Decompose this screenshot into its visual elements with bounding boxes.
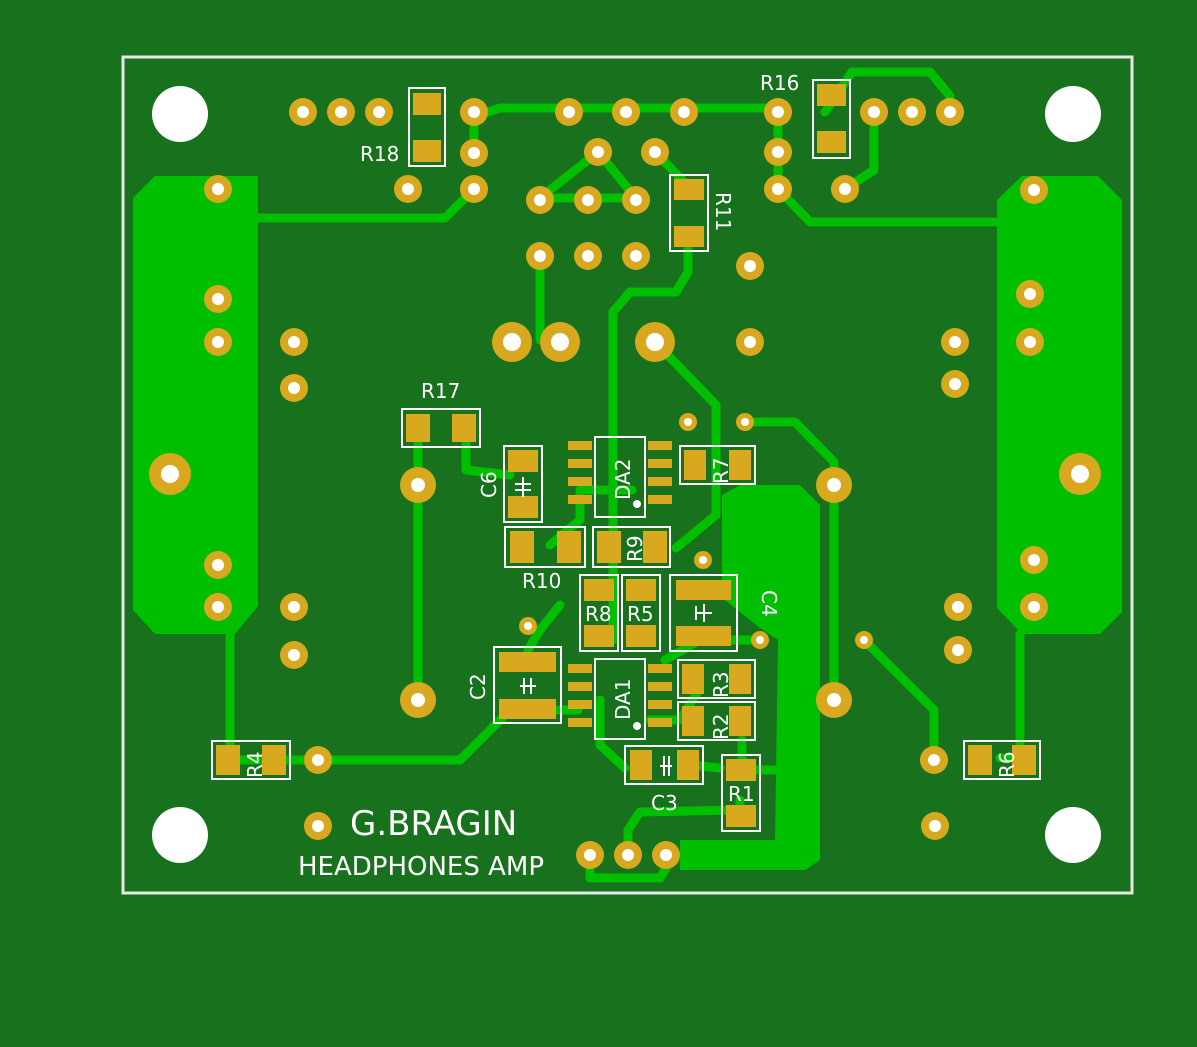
right-ground-pour [997,176,1122,634]
component-r11 [669,174,709,252]
label-r10: R10 [522,569,561,593]
silkscreen-labels: R18 R16 R11 R17 C6 DA2 R7 R10 R9 R8 R5 C… [243,71,1019,815]
label-r7: R7 [709,457,733,484]
left-ground-pour [133,176,258,634]
component-r4 [211,740,291,780]
trace [523,600,565,655]
center-output-pour [680,485,820,870]
label-r3: R3 [709,671,733,698]
label-da1: DA1 [611,679,635,720]
label-r18: R18 [360,142,399,166]
board-outline [121,55,1134,895]
label-r16: R16 [760,71,799,95]
component-r8 [579,574,619,652]
trace [859,635,939,765]
component-r17 [401,408,481,448]
component-c2 [493,646,562,724]
trace [650,337,721,553]
component-da1 [568,658,672,740]
label-r2: R2 [709,713,733,740]
trace [740,417,839,705]
trace [461,427,515,480]
label-c3: C3 [651,791,678,815]
through-hole-pads [149,98,1101,869]
label-c4: C4 [757,590,781,617]
board-title: HEADPHONES AMP [298,852,544,882]
pad-column-left [204,175,332,840]
label-r11: R11 [711,192,735,231]
component-r7 [679,445,756,485]
component-r2 [677,701,756,741]
label-r8: R8 [585,602,612,626]
component-r1 [721,754,761,832]
label-r1: R1 [728,782,755,806]
trace [595,695,630,773]
mounting-holes [152,86,1101,863]
component-da2 [568,436,672,518]
component-r3 [677,659,756,699]
label-r4: R4 [243,751,267,778]
component-c4 [669,574,738,652]
trace [608,243,693,645]
component-r9 [592,526,671,568]
component-r10 [504,526,586,568]
label-c6: C6 [477,471,501,498]
label-r9: R9 [623,535,647,562]
label-da2: DA2 [611,459,635,500]
component-r18 [408,87,446,167]
component-c3 [624,745,704,785]
label-r5: R5 [627,602,654,626]
label-r6: R6 [995,751,1019,778]
label-r17: R17 [421,379,460,403]
component-r6 [963,740,1041,780]
pad-drills [161,106,1089,861]
author-label: G.BRAGIN [350,804,517,844]
component-r16 [812,79,851,159]
component-c6 [503,445,543,523]
component-r5 [621,574,661,652]
label-c2: C2 [466,673,490,700]
smd-components [211,79,1041,832]
